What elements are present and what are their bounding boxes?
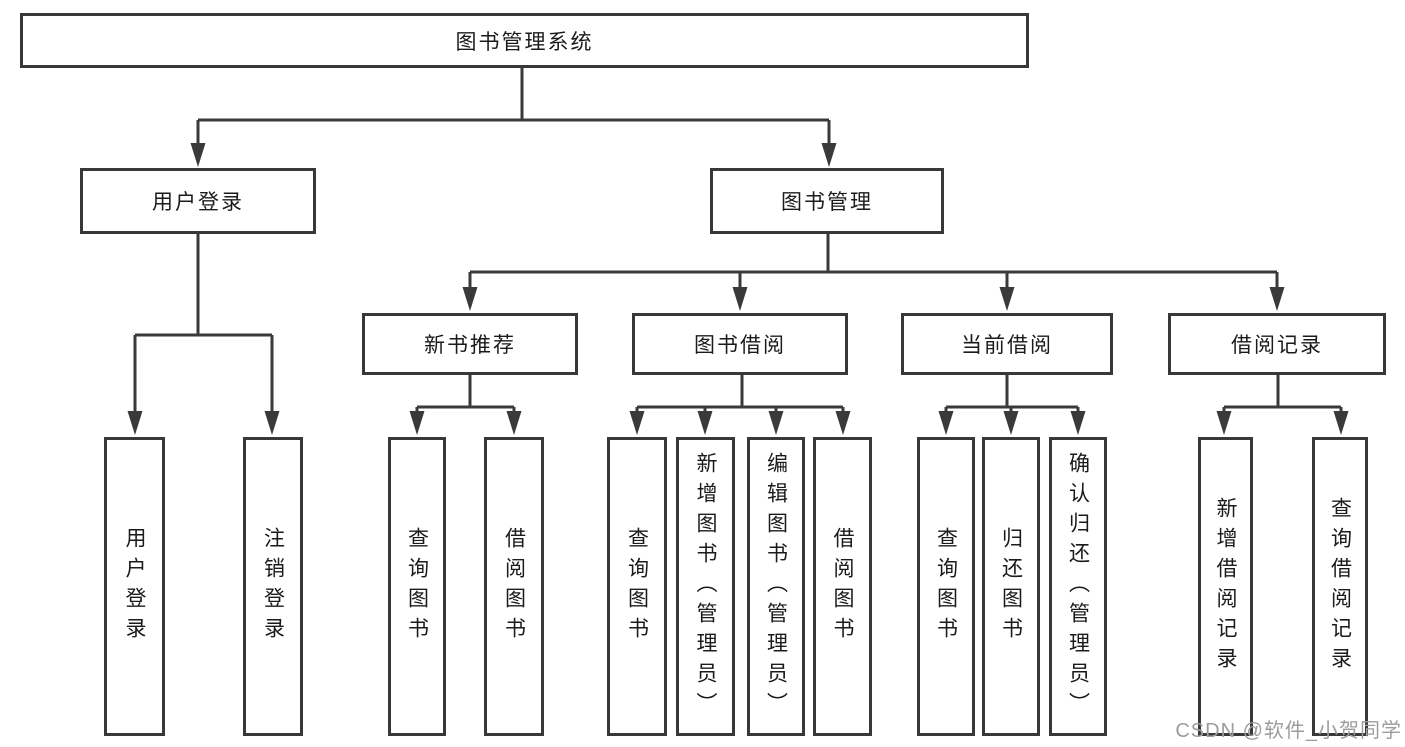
arrowheads: [127, 143, 1349, 435]
node-borrow-records: 借阅记录: [1168, 313, 1386, 375]
node-current-borrow: 当前借阅: [901, 313, 1113, 375]
node-library-system: 图书管理系统: [20, 13, 1029, 68]
leaf-edit-book-admin: 编辑图书（管理员）: [747, 437, 805, 736]
watermark: CSDN @软件_小贺同学: [1175, 720, 1402, 742]
leaf-borrow-books-2: 借阅图书: [813, 437, 872, 736]
node-new-book-recommend: 新书推荐: [362, 313, 578, 375]
node-book-management: 图书管理: [710, 168, 944, 234]
leaf-query-books-3: 查询图书: [917, 437, 975, 736]
leaf-add-borrow-record: 新增借阅记录: [1198, 437, 1253, 736]
leaf-query-books-2: 查询图书: [607, 437, 667, 736]
leaf-logout: 注销登录: [243, 437, 303, 736]
node-user-login: 用户登录: [80, 168, 316, 234]
leaf-return-book: 归还图书: [982, 437, 1040, 736]
leaf-query-books-1: 查询图书: [388, 437, 446, 736]
leaf-query-borrow-record: 查询借阅记录: [1312, 437, 1368, 736]
leaf-add-book-admin: 新增图书（管理员）: [676, 437, 735, 736]
leaf-confirm-return-admin: 确认归还（管理员）: [1049, 437, 1107, 736]
leaf-user-login: 用户登录: [104, 437, 165, 736]
node-book-borrow: 图书借阅: [632, 313, 848, 375]
connector-shafts: [133, 68, 1343, 414]
leaf-borrow-books-1: 借阅图书: [484, 437, 544, 736]
